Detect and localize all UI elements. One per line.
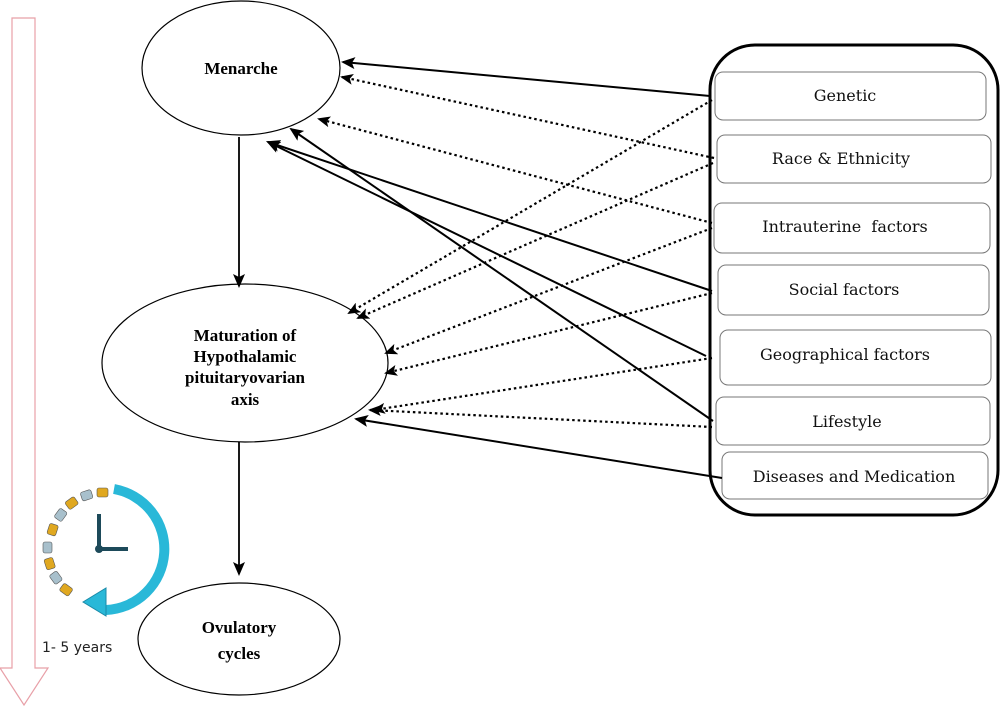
factor-label-social: Social factors	[789, 280, 900, 299]
arrow-lifestyle-to-menarche	[289, 127, 714, 422]
maturation-label-1: Maturation of	[194, 326, 297, 345]
arrow-social-to-menarche	[266, 140, 713, 292]
menarche-node	[141, 0, 341, 136]
solid-influence-arrows	[266, 57, 723, 479]
arrow-diseases-to-maturation	[354, 414, 723, 479]
arrow-geographical-to-menarche	[266, 141, 707, 357]
arrow-intrauterine-to-menarche	[317, 116, 713, 225]
arrow-race-to-maturation	[356, 161, 714, 320]
factor-box-geographical	[719, 329, 992, 386]
arrow-lifestyle-to-maturation	[368, 405, 713, 429]
dotted-influence-arrows	[317, 73, 715, 429]
arrow-genetic-to-maturation	[347, 99, 713, 315]
clock-ring-arrowhead	[82, 587, 107, 617]
timeline-arrow	[0, 17, 50, 707]
maturation-label-2: Hypothalamic	[194, 347, 297, 366]
clock-ring	[105, 484, 170, 615]
clock-cycle-icon	[42, 484, 170, 617]
timeline-label: 1- 5 years	[42, 640, 112, 656]
factor-box-social	[717, 264, 990, 316]
menarche-label: Menarche	[204, 59, 278, 78]
factor-label-diseases: Diseases and Medication	[753, 467, 956, 486]
ovulatory-label-2: cycles	[218, 644, 261, 663]
arrow-geographical-to-maturation	[372, 356, 713, 414]
factor-label-lifestyle: Lifestyle	[812, 412, 881, 431]
factor-label-genetic: Genetic	[814, 86, 877, 105]
maturation-label-4: axis	[231, 390, 260, 409]
arrow-race-to-menarche	[340, 73, 715, 160]
clock-ticks	[42, 487, 109, 597]
ovulatory-node	[137, 582, 341, 696]
maturation-label-3: pituitaryovarian	[185, 368, 305, 387]
factor-label-race: Race & Ethnicity	[772, 149, 910, 168]
factor-label-geographical: Geographical factors	[760, 345, 930, 364]
factor-box-race	[716, 134, 992, 184]
factor-box-diseases	[721, 451, 989, 500]
factor-box-lifestyle	[715, 396, 991, 446]
arrow-genetic-to-menarche	[341, 57, 711, 97]
maturation-node	[101, 283, 389, 443]
factor-box-genetic	[714, 71, 987, 121]
arrow-social-to-maturation	[384, 291, 713, 376]
factor-box-intrauterine	[713, 202, 991, 254]
factor-label-intrauterine: Intrauterine factors	[762, 217, 928, 236]
ovulatory-label-1: Ovulatory	[202, 618, 277, 637]
